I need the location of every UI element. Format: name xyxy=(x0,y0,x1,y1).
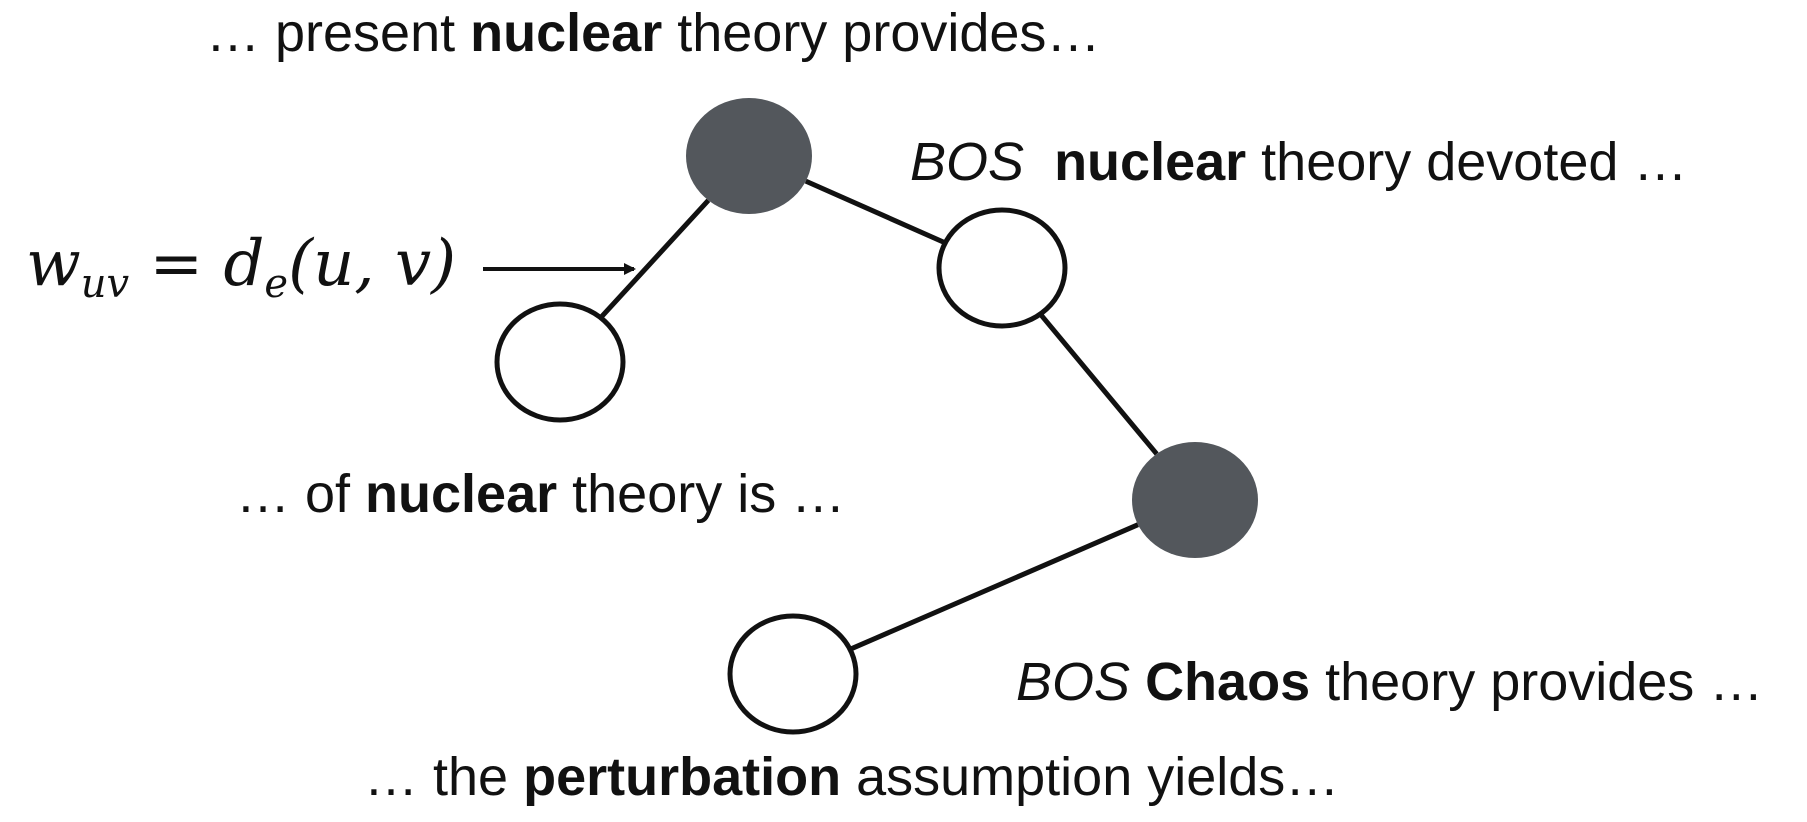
edge-weight-formula: wuv = de(u, v) xyxy=(26,232,456,304)
edge-n1-n3 xyxy=(804,178,947,246)
snippet-marker: BOS xyxy=(910,132,1025,192)
snippet-bottom-right: BOS Chaos theory provides … xyxy=(1016,655,1763,709)
formula-equals: = xyxy=(129,227,224,301)
edge-n3-n4 xyxy=(1038,312,1159,456)
snippet-keyword: perturbation xyxy=(523,747,842,807)
graph-nodes xyxy=(494,98,1258,735)
node-open-n3 xyxy=(936,207,1068,329)
formula-subscript: e xyxy=(264,261,289,307)
snippet-keyword: Chaos xyxy=(1145,652,1311,712)
snippet-keyword: nuclear xyxy=(470,3,663,63)
graph-edges xyxy=(598,178,1159,652)
snippet-text: … of xyxy=(236,464,366,524)
formula-symbol: w xyxy=(26,227,81,301)
snippet-keyword: nuclear xyxy=(1054,132,1247,192)
snippet-text: theory provides … xyxy=(1310,652,1764,712)
snippet-text: theory is … xyxy=(557,464,846,524)
node-open-n5 xyxy=(727,613,859,735)
snippet-text: … the xyxy=(364,747,524,807)
snippet-text: theory devoted … xyxy=(1246,132,1688,192)
snippet-text: theory provides… xyxy=(662,3,1101,63)
node-filled-n1 xyxy=(686,98,812,214)
snippet-text: assumption yields… xyxy=(841,747,1340,807)
node-open-n2 xyxy=(494,301,626,423)
edge-n2-n1 xyxy=(598,198,711,320)
formula-arguments: (u, v) xyxy=(288,227,457,301)
snippet-bottom: … the perturbation assumption yields… xyxy=(364,750,1339,804)
snippet-top-left: … present nuclear theory provides… xyxy=(206,6,1100,60)
snippet-middle-left: … of nuclear theory is … xyxy=(236,467,845,521)
snippet-top-right: BOS nuclear theory devoted … xyxy=(910,135,1687,189)
node-filled-n4 xyxy=(1132,442,1258,558)
formula-subscript: uv xyxy=(80,261,130,307)
edge-n4-n5 xyxy=(849,522,1139,652)
snippet-keyword: nuclear xyxy=(365,464,558,524)
snippet-text: … present xyxy=(206,3,471,63)
snippet-marker: BOS xyxy=(1016,652,1131,712)
formula-function: d xyxy=(223,227,265,301)
